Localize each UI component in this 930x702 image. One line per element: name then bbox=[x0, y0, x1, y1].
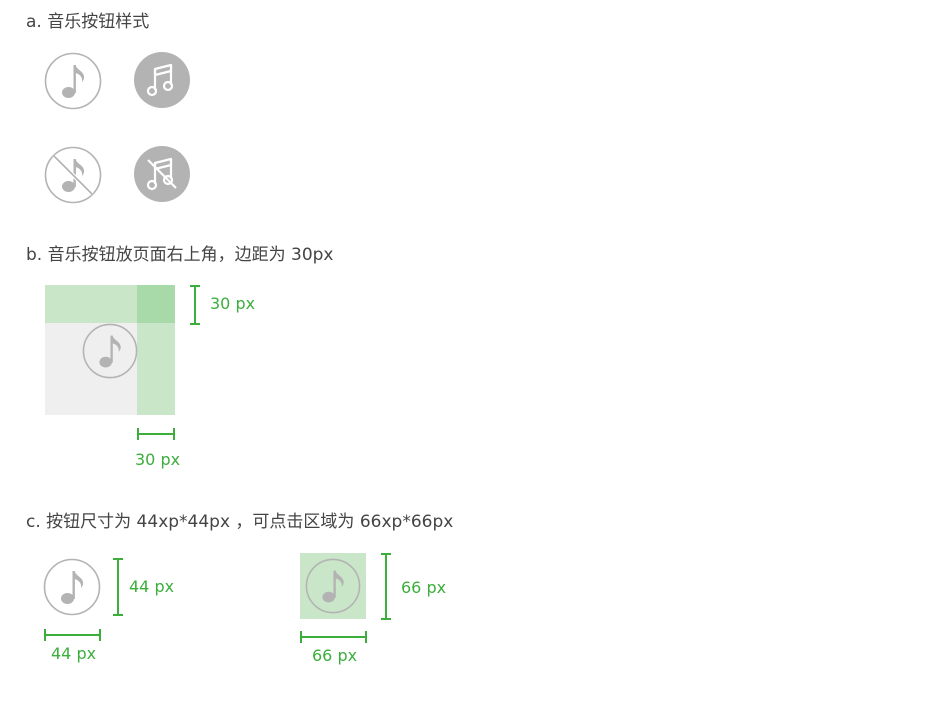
music-off-outline-icon bbox=[44, 146, 102, 204]
music-button-44-icon bbox=[43, 558, 101, 616]
section-c-heading: c. 按钮尺寸为 44xp*44px ，可点击区域为 66xp*66px bbox=[26, 512, 454, 532]
right-margin-label: 30 px bbox=[135, 450, 181, 469]
music-on-filled-icon bbox=[134, 52, 190, 108]
hit-area-width-bracket bbox=[300, 630, 367, 644]
hit-area-height-label: 66 px bbox=[401, 578, 447, 597]
top-margin-label: 30 px bbox=[210, 294, 256, 313]
music-button-in-hit-area-icon bbox=[305, 558, 361, 614]
vertical-dimension-bracket bbox=[189, 285, 201, 325]
button-width-bracket bbox=[44, 628, 101, 642]
hit-area-width-label: 66 px bbox=[312, 646, 358, 665]
music-on-outline-icon bbox=[82, 323, 138, 379]
music-on-outline-icon bbox=[44, 52, 102, 110]
button-height-bracket bbox=[112, 558, 124, 616]
music-off-filled-icon bbox=[134, 146, 190, 202]
button-width-label: 44 px bbox=[51, 644, 97, 663]
section-a-heading: a. 音乐按钮样式 bbox=[26, 12, 150, 32]
corner-overlap-highlight bbox=[137, 285, 175, 323]
section-b-heading: b. 音乐按钮放页面右上角，边距为 30px bbox=[26, 245, 334, 265]
hit-area-height-bracket bbox=[380, 553, 392, 620]
horizontal-dimension-bracket bbox=[137, 427, 175, 441]
button-height-label: 44 px bbox=[129, 577, 175, 596]
